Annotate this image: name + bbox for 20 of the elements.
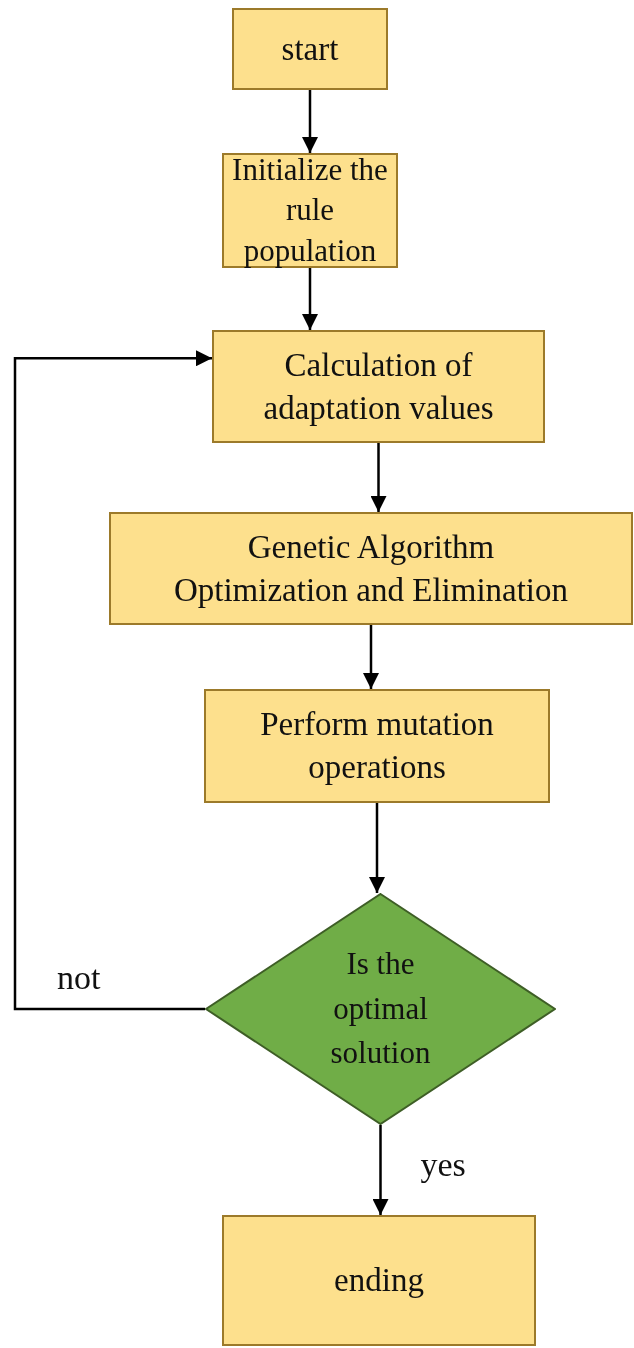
node-text: Is the optimal solution — [329, 944, 432, 1073]
decision-diamond — [205, 893, 556, 1125]
process-box — [222, 1215, 536, 1346]
arrow — [369, 803, 385, 893]
node-text: Calculation of adaptation values — [262, 345, 495, 428]
arrow — [302, 90, 318, 153]
arrow — [13, 350, 212, 1011]
node-text: Perform mutation operations — [259, 705, 495, 787]
node-text: start — [281, 29, 339, 69]
node-text: ending — [334, 1261, 424, 1301]
process-box — [212, 330, 545, 443]
arrow — [363, 625, 379, 689]
process-box — [232, 8, 388, 90]
node-text: Initialize the rule population — [231, 151, 389, 270]
arrow — [370, 443, 387, 512]
process-box — [204, 689, 550, 803]
arrow — [372, 1125, 389, 1215]
node-text: Genetic Algorithm Optimization and Elimination — [172, 527, 570, 610]
process-box — [109, 512, 633, 625]
arrow — [302, 268, 318, 330]
